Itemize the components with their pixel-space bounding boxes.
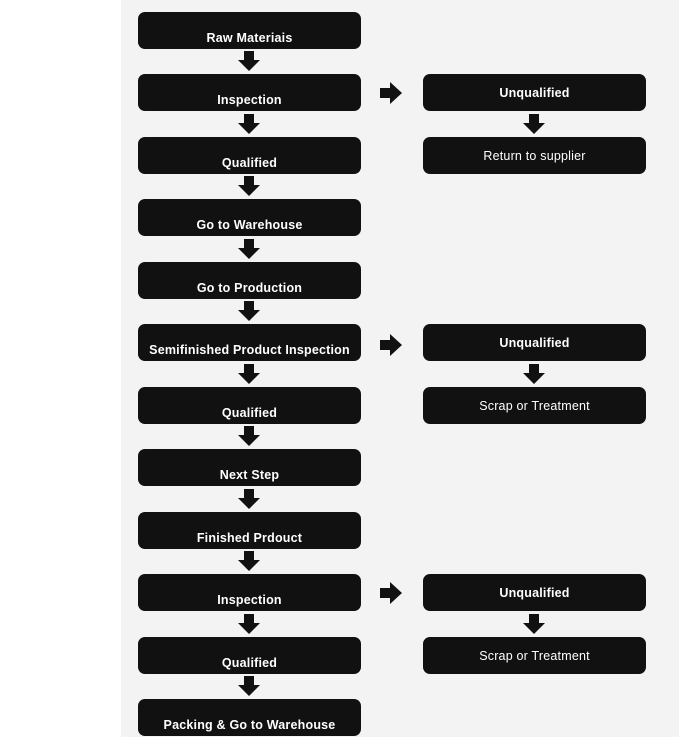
down-arrow-icon [523,364,545,384]
down-arrow-icon [238,489,260,509]
right-arrow-icon [380,82,402,104]
down-arrow-icon [238,239,260,259]
down-arrow-icon [238,51,260,71]
right-arrow-icon [380,334,402,356]
flow-step-inspection-1: Inspection [138,74,361,111]
flow-step-qualified-1: Qualified [138,137,361,174]
right-arrow-icon [380,582,402,604]
down-arrow-icon [238,114,260,134]
branch-unqualified-1: Unqualified [423,74,646,111]
branch-scrap-or-treatment-1: Scrap or Treatment [423,387,646,424]
flow-step-next-step: Next Step [138,449,361,486]
down-arrow-icon [238,364,260,384]
down-arrow-icon [238,676,260,696]
flow-step-go-to-warehouse: Go to Warehouse [138,199,361,236]
flow-step-go-to-production: Go to Production [138,262,361,299]
flow-step-finished-product: Finished Prdouct [138,512,361,549]
down-arrow-icon [238,551,260,571]
flow-step-qualified-2: Qualified [138,387,361,424]
branch-scrap-or-treatment-2: Scrap or Treatment [423,637,646,674]
flow-step-raw-materials: Raw Materiais [138,12,361,49]
flow-step-packing-warehouse: Packing & Go to Warehouse [138,699,361,736]
down-arrow-icon [238,614,260,634]
down-arrow-icon [238,426,260,446]
flow-step-semifinished-inspection: Semifinished Product Inspection [138,324,361,361]
down-arrow-icon [238,301,260,321]
branch-return-to-supplier: Return to supplier [423,137,646,174]
flow-step-inspection-2: Inspection [138,574,361,611]
down-arrow-icon [523,614,545,634]
diagram-canvas [121,0,679,737]
branch-unqualified-2: Unqualified [423,324,646,361]
flow-step-qualified-3: Qualified [138,637,361,674]
down-arrow-icon [523,114,545,134]
down-arrow-icon [238,176,260,196]
branch-unqualified-3: Unqualified [423,574,646,611]
